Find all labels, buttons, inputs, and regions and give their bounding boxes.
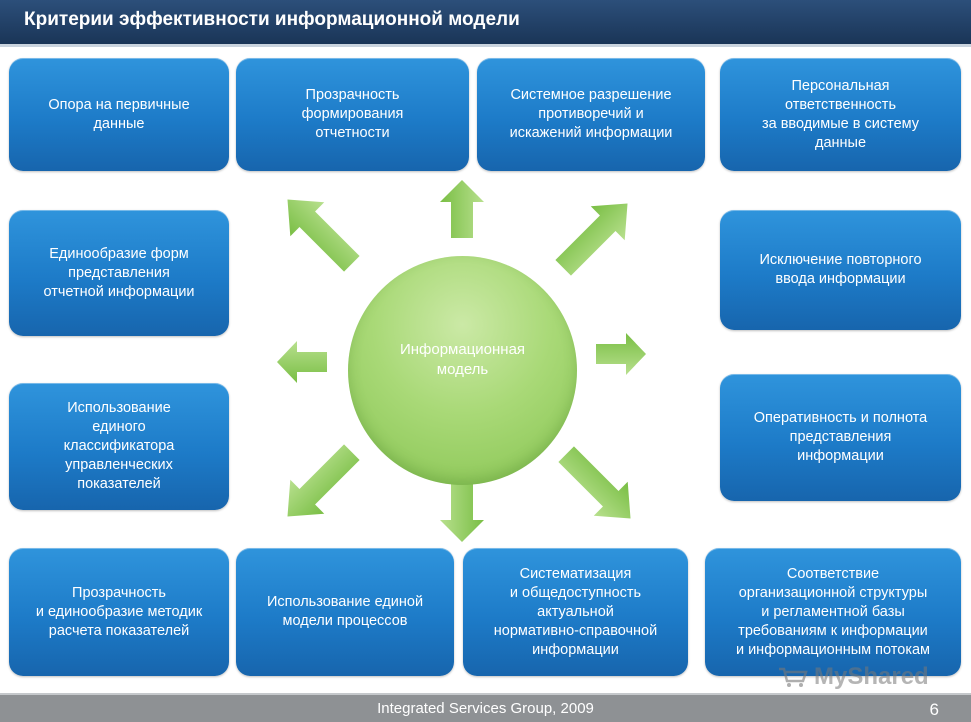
central-circle bbox=[348, 256, 577, 485]
criterion-box-8: Оперативность и полнота представления ин… bbox=[720, 374, 961, 501]
watermark-text: MyShared bbox=[814, 663, 929, 690]
criterion-box-10: Использование единой модели процессов bbox=[236, 548, 454, 676]
criterion-label: Использование единого классификатора упр… bbox=[63, 400, 175, 492]
criterion-box-5: Единообразие форм представления отчетной… bbox=[9, 210, 229, 336]
arrow-right bbox=[596, 333, 646, 375]
criterion-label: Прозрачность и единообразие методик расч… bbox=[35, 584, 203, 639]
page-number: 6 bbox=[929, 700, 939, 719]
criterion-label: Оперативность и полнота представления ин… bbox=[753, 410, 928, 464]
title-bar: Критерии эффективности информационной мо… bbox=[0, 0, 971, 47]
criterion-label: Систематизация и общедоступность актуаль… bbox=[493, 565, 658, 658]
page-title: Критерии эффективности информационной мо… bbox=[24, 9, 520, 30]
criterion-label: Использование единой модели процессов bbox=[266, 594, 424, 629]
criterion-box-11: Систематизация и общедоступность актуаль… bbox=[463, 548, 688, 676]
watermark: MyShared bbox=[778, 663, 929, 691]
arrow-down-left bbox=[287, 444, 360, 517]
cart-icon bbox=[779, 667, 808, 687]
arrow-up-right bbox=[555, 203, 628, 276]
criterion-label: Исключение повторного ввода информации bbox=[759, 252, 922, 287]
arrow-down bbox=[440, 484, 484, 542]
criterion-label: Системное разрешение противоречий и иска… bbox=[509, 87, 673, 141]
criterion-box-4: Персональная ответственность за вводимые… bbox=[720, 58, 961, 171]
criterion-box-3: Системное разрешение противоречий и иска… bbox=[477, 58, 705, 171]
criterion-box-9: Прозрачность и единообразие методик расч… bbox=[9, 548, 229, 676]
criterion-label: Соответствие организационной структуры и… bbox=[735, 565, 931, 658]
criterion-label: Персональная ответственность за вводимые… bbox=[761, 77, 920, 151]
arrow-down-right bbox=[558, 446, 631, 519]
footer-text: Integrated Services Group, 2009 bbox=[377, 700, 594, 717]
arrow-left bbox=[277, 341, 327, 383]
criterion-box-2: Прозрачность формирования отчетности bbox=[236, 58, 469, 171]
criterion-box-7: Использование единого классификатора упр… bbox=[9, 383, 229, 510]
criterion-box-6: Исключение повторного ввода информации bbox=[720, 210, 961, 330]
criterion-box-1: Опора на первичные данные bbox=[9, 58, 229, 171]
arrow-up bbox=[440, 180, 484, 238]
arrow-up-left bbox=[287, 199, 360, 272]
criterion-label: Прозрачность формирования отчетности bbox=[301, 87, 404, 141]
central-circle-label: Информационная модель bbox=[399, 341, 526, 378]
criterion-box-12: Соответствие организационной структуры и… bbox=[705, 548, 961, 676]
criterion-label: Опора на первичные данные bbox=[48, 96, 190, 132]
criterion-label: Единообразие форм представления отчетной… bbox=[43, 245, 195, 300]
footer-bar: Integrated Services Group, 2009 6 bbox=[0, 693, 971, 722]
